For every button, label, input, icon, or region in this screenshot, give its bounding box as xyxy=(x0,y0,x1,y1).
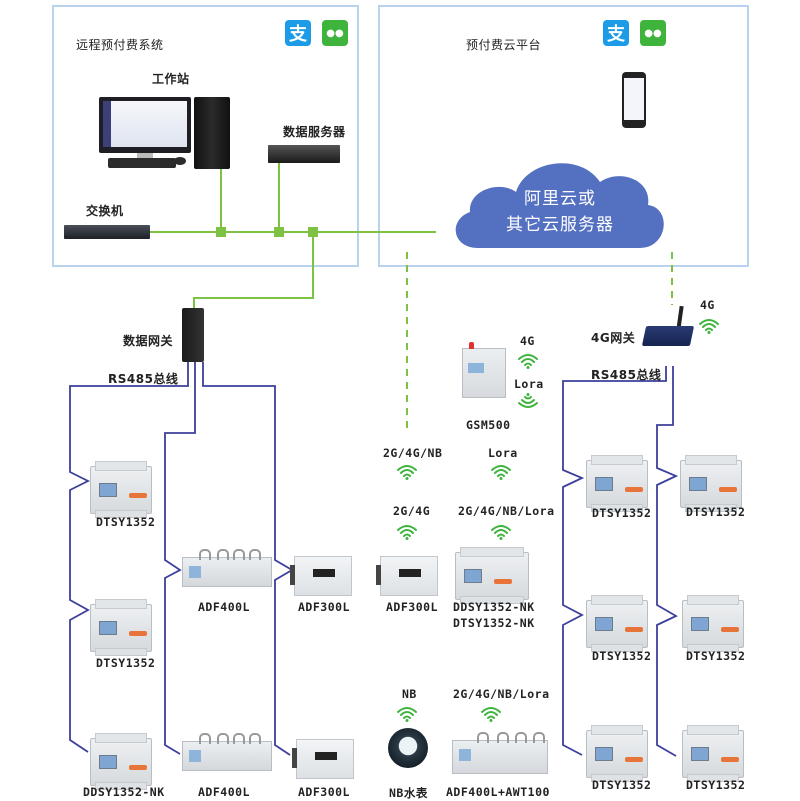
rs485-bus-left-2 xyxy=(164,362,196,755)
pc-tower-icon xyxy=(194,97,230,169)
signal-label: Lora xyxy=(488,446,518,460)
rs485-bus-label-right: RS485总线 xyxy=(591,368,662,382)
device-label: DDSY1352-NK xyxy=(453,600,535,614)
gsm500-icon xyxy=(462,342,506,398)
device-label: DTSY1352 xyxy=(592,778,652,792)
nb-water-meter-icon xyxy=(388,728,428,768)
device-label: NB水表 xyxy=(389,786,428,800)
device-label: DTSY1352 xyxy=(96,656,156,670)
wifi-inverted-icon xyxy=(517,393,539,409)
signal-label: 4G xyxy=(520,334,535,348)
meter-dtsy1352-icon xyxy=(90,599,152,656)
rs485-bus-right-2 xyxy=(656,366,679,757)
monitor-stand xyxy=(137,153,153,161)
signal-label: 2G/4G/NB/Lora xyxy=(458,504,555,518)
remote-prepaid-system-frame xyxy=(52,5,359,267)
device-label: DTSY1352 xyxy=(592,649,652,663)
adf400l-icon xyxy=(182,549,272,587)
wechat-pay-icon[interactable]: ●● xyxy=(640,20,666,46)
wifi-icon xyxy=(517,353,539,369)
wifi-icon xyxy=(698,318,720,334)
wifi-icon xyxy=(396,706,418,722)
adf300l-icon xyxy=(290,556,352,596)
meter-dtsy1352-icon xyxy=(90,461,152,518)
wifi-icon xyxy=(490,464,512,480)
signal-label: 2G/4G xyxy=(393,504,431,518)
device-label: DTSY1352 xyxy=(686,649,746,663)
signal-label: 4G xyxy=(700,298,715,312)
signal-label: Lora xyxy=(514,377,544,391)
wifi-icon xyxy=(396,464,418,480)
adf400l-icon xyxy=(182,733,272,771)
cloud-shape xyxy=(455,163,664,248)
gsm500-label: GSM500 xyxy=(466,418,511,432)
data-gateway-icon xyxy=(182,308,204,362)
meter-ddsy1352-nk-icon xyxy=(455,547,529,604)
panel-title-remote-system: 远程预付费系统 xyxy=(76,38,164,52)
4g-gateway-label: 4G网关 xyxy=(591,331,636,345)
monitor-icon xyxy=(99,97,191,153)
device-label: ADF300L xyxy=(298,785,350,799)
alipay-icon[interactable]: 支 xyxy=(603,20,629,46)
device-label: DTSY1352 xyxy=(592,506,652,520)
cloud-label-line1: 阿里云或 xyxy=(524,189,596,209)
panel-title-cloud-platform: 预付费云平台 xyxy=(466,38,542,52)
device-label: ADF400L+AWT100 xyxy=(446,785,550,799)
junction-node xyxy=(274,227,284,237)
keyboard-icon xyxy=(108,158,176,168)
signal-label: 2G/4G/NB xyxy=(383,446,443,460)
signal-label: 2G/4G/NB/Lora xyxy=(453,687,550,701)
device-label: ADF300L xyxy=(298,600,350,614)
adf300l-icon xyxy=(292,739,354,779)
wifi-icon xyxy=(490,524,512,540)
device-label: DTSY1352 xyxy=(686,505,746,519)
meter-dtsy1352-icon xyxy=(586,725,648,782)
device-label: DTSY1352 xyxy=(686,778,746,792)
data-gateway-label: 数据网关 xyxy=(123,334,174,348)
workstation-label: 工作站 xyxy=(152,72,190,86)
device-label: ADF400L xyxy=(198,600,250,614)
smartphone-icon xyxy=(622,72,646,128)
rs485-bus-right-1 xyxy=(562,366,667,756)
cloud-platform-frame xyxy=(378,5,749,267)
wifi-icon xyxy=(480,706,502,722)
device-label: DTSY1352 xyxy=(96,515,156,529)
data-server-label: 数据服务器 xyxy=(283,125,346,139)
signal-label: NB xyxy=(402,687,417,701)
rack-server-icon xyxy=(268,145,340,163)
meter-dtsy1352-icon xyxy=(682,725,744,782)
device-label: DTSY1352-NK xyxy=(453,616,535,630)
mouse-icon xyxy=(174,157,186,165)
junction-node xyxy=(308,227,318,237)
rs485-bus-left-1 xyxy=(69,362,189,753)
device-label: DDSY1352-NK xyxy=(83,785,165,799)
wifi-icon xyxy=(396,524,418,540)
meter-ddsy1352-nk-icon xyxy=(90,733,152,790)
wechat-pay-icon[interactable]: ●● xyxy=(322,20,348,46)
device-label: ADF300L xyxy=(386,600,438,614)
cloud-label-line2: 其它云服务器 xyxy=(506,215,614,235)
meter-dtsy1352-icon xyxy=(586,455,648,512)
rs485-bus-label-left: RS485总线 xyxy=(108,372,179,386)
meter-dtsy1352-icon xyxy=(682,595,744,652)
device-label: ADF400L xyxy=(198,785,250,799)
meter-dtsy1352-icon xyxy=(680,455,742,512)
meter-dtsy1352-icon xyxy=(586,595,648,652)
ethernet-gateway xyxy=(193,232,314,308)
4g-gateway-icon xyxy=(641,326,695,346)
alipay-icon[interactable]: 支 xyxy=(285,20,311,46)
adf400l-awt100-icon xyxy=(452,732,548,774)
adf300l-icon xyxy=(376,556,438,596)
switch-label: 交换机 xyxy=(86,204,124,218)
network-switch-icon xyxy=(64,225,150,239)
junction-node xyxy=(216,227,226,237)
rs485-bus-left-3 xyxy=(202,362,294,756)
